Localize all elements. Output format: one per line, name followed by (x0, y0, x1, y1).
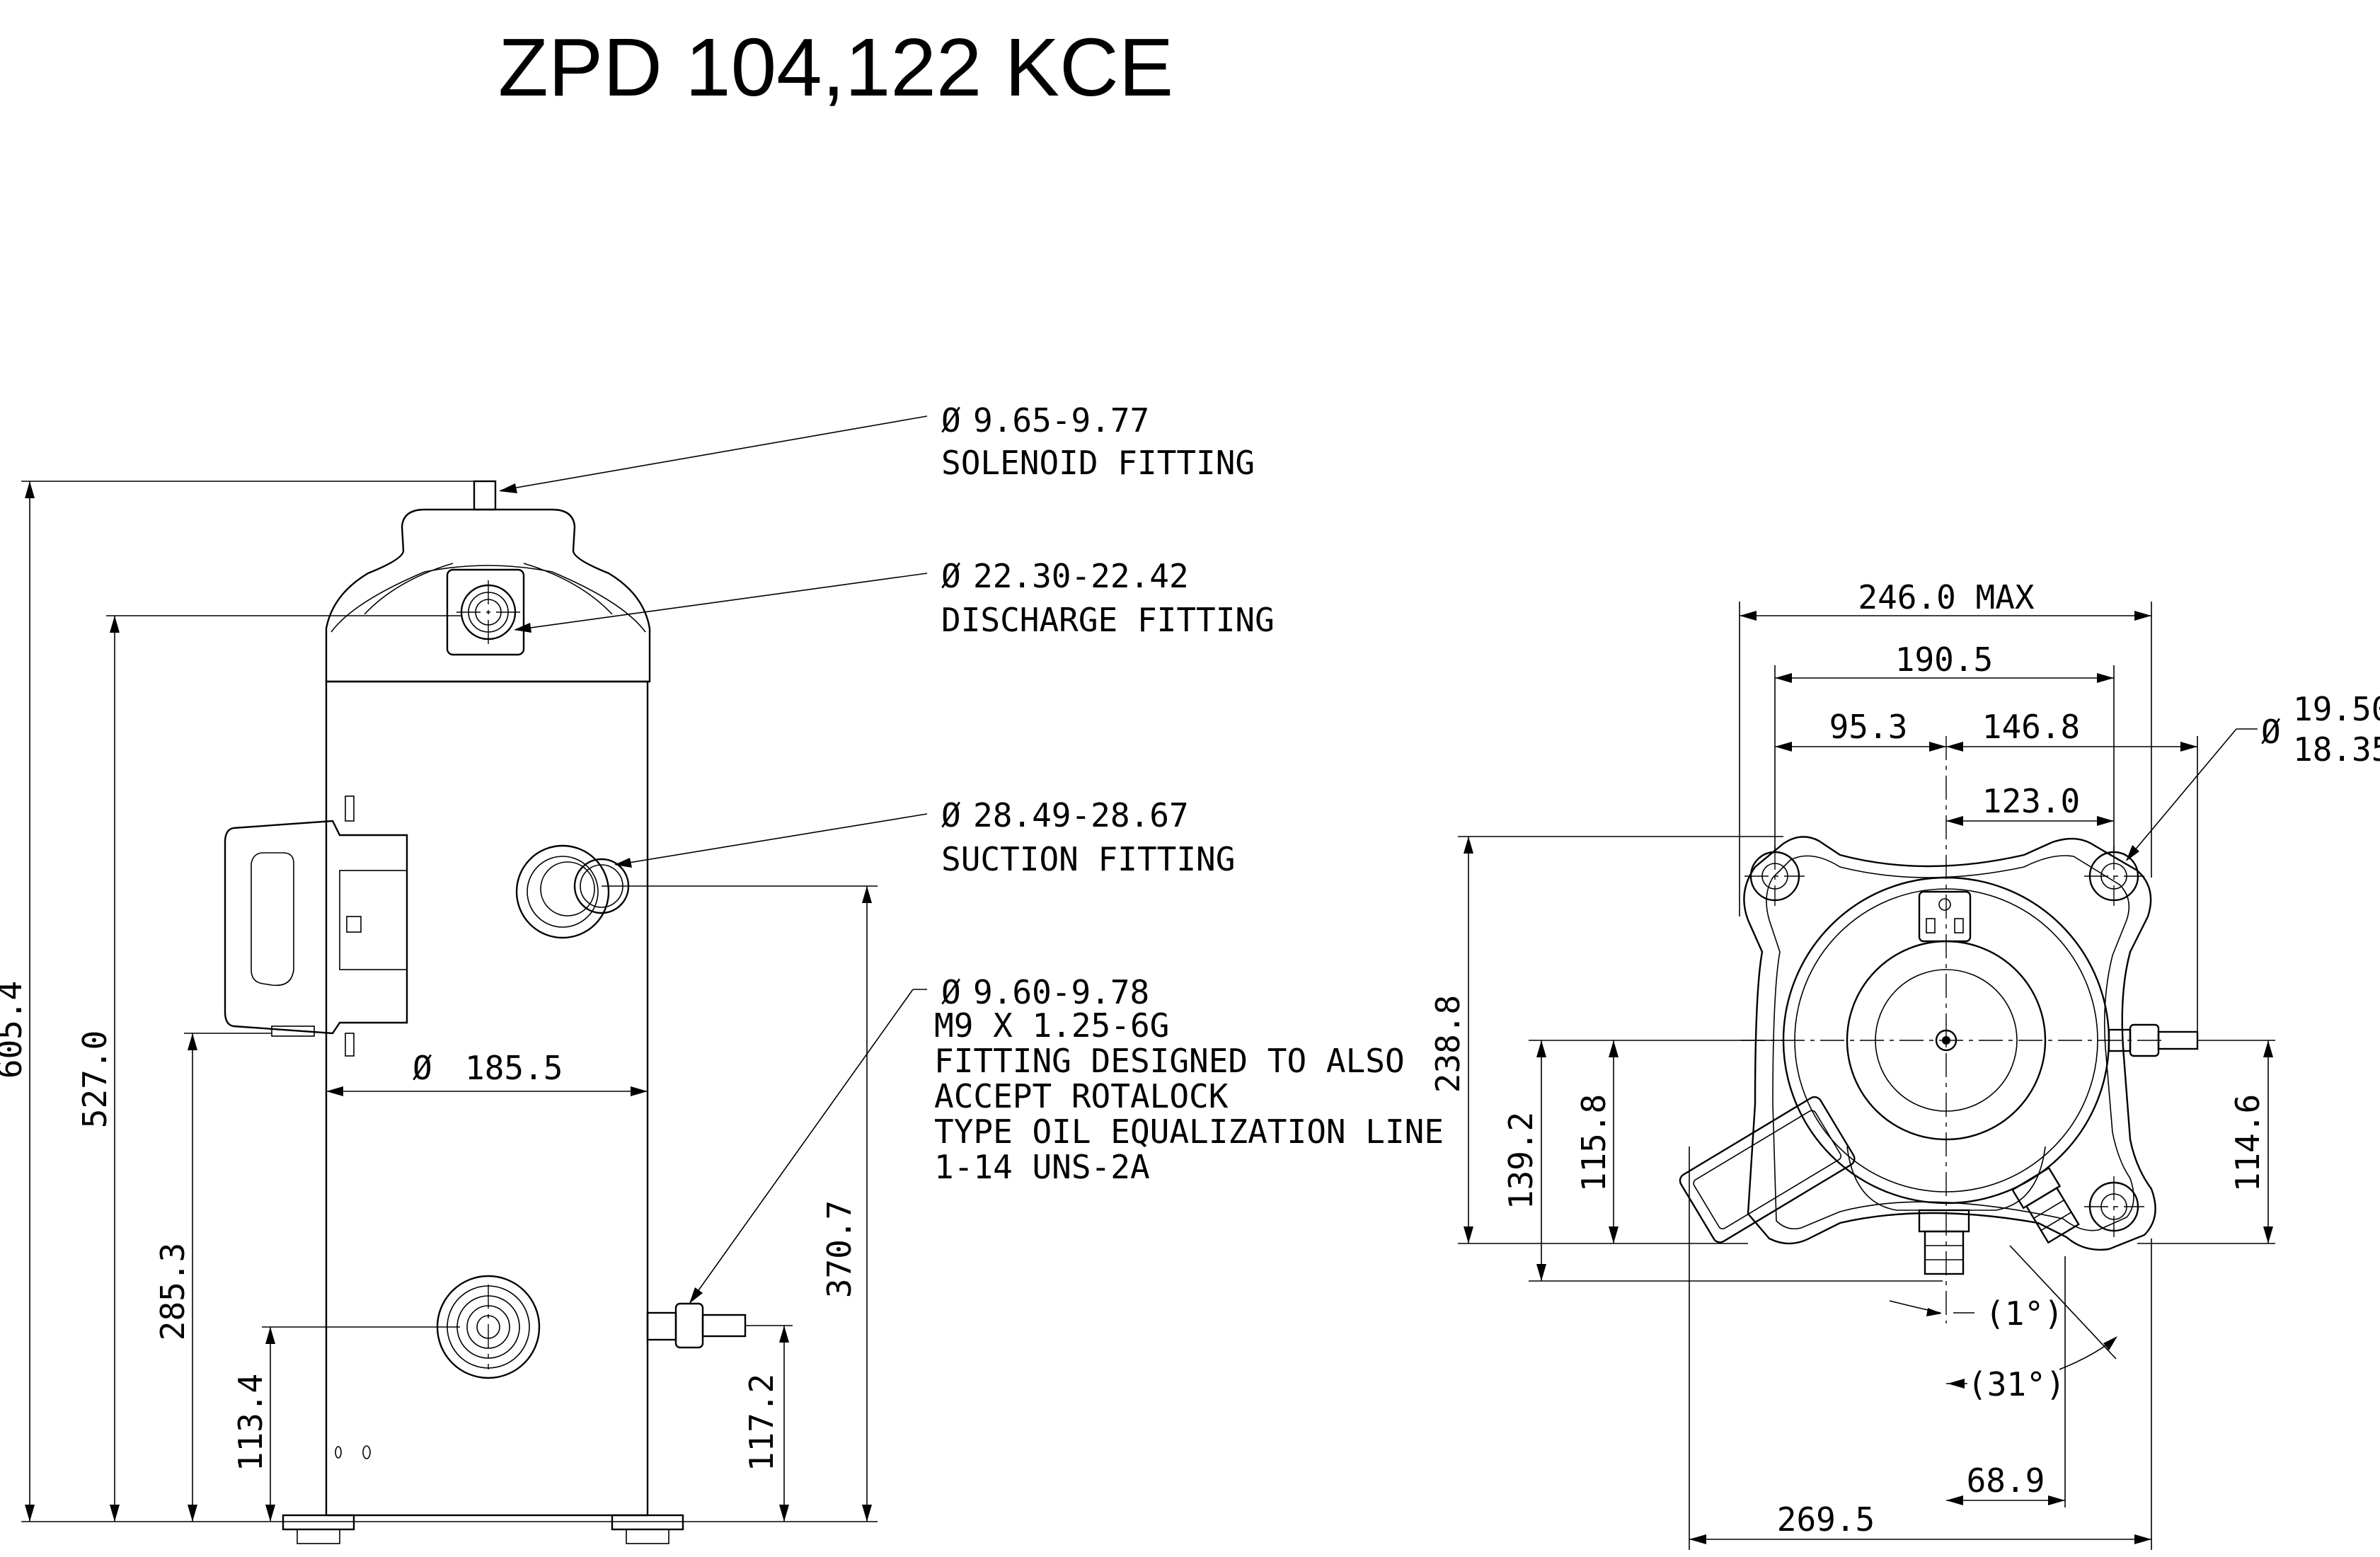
top-view-angled-fitting (2011, 1166, 2080, 1244)
dim-suction-height: 370.7 (820, 1200, 858, 1298)
dim-angle-large: (31°) (1967, 1365, 2065, 1403)
dim-center-from-holes: 115.8 (1575, 1094, 1613, 1192)
callout-oil-line-3: ACCEPT ROTALOCK (934, 1077, 1229, 1115)
svg-text:Ø: Ø (941, 557, 961, 595)
dim-oil-port-height: 113.4 (231, 1374, 270, 1471)
callout-oil-diameter: 9.60-9.78 (973, 973, 1149, 1011)
side-view-compressor (224, 480, 747, 1544)
dim-width-max: 246.0 MAX (1858, 578, 2035, 616)
svg-text:Ø: Ø (941, 796, 961, 834)
svg-text:Ø: Ø (941, 973, 961, 1011)
compressor-shell (325, 680, 649, 1517)
base-foot-left (282, 1514, 355, 1531)
dim-center-to-hole: 123.0 (1982, 782, 2080, 820)
dim-bottom-offset: 68.9 (1967, 1461, 2045, 1500)
top-view-solenoid-block (1918, 890, 1972, 943)
top-view-base-plate (1743, 836, 2156, 1251)
base-foot-right (611, 1514, 684, 1531)
svg-text:Ø: Ø (941, 401, 961, 439)
dim-overall-width: 269.5 (1777, 1500, 1875, 1539)
top-view-compressor (1679, 836, 2199, 1275)
callout-suction-label: SUCTION FITTING (941, 840, 1235, 878)
dim-center-from-bottom: 139.2 (1502, 1112, 1540, 1210)
dim-center-to-fitting: 146.8 (1982, 708, 2080, 746)
callout-oil-line-5: 1-14 UNS-2A (934, 1148, 1150, 1186)
callout-mount-hole-upper: 19.50 (2293, 690, 2380, 728)
svg-text:Ø: Ø (413, 1049, 432, 1087)
callout-oil-line-4: TYPE OIL EQUALIZATION LINE (934, 1113, 1444, 1151)
cap-contour (330, 565, 646, 633)
dim-fitting-height: 114.6 (2229, 1094, 2267, 1192)
callout-solenoid-diameter: 9.65-9.77 (973, 401, 1149, 439)
callout-oil-line-1: M9 X 1.25-6G (934, 1006, 1169, 1045)
top-view-bottom-fitting (1924, 1230, 1965, 1275)
compressor-top-cap (325, 508, 651, 683)
callout-discharge-label: DISCHARGE FITTING (941, 601, 1275, 639)
dim-hole-spacing: 190.5 (1895, 640, 1993, 679)
dim-left-to-center: 95.3 (1829, 708, 1908, 746)
callout-discharge-diameter: 22.30-22.42 (973, 557, 1189, 595)
svg-text:Ø: Ø (2261, 713, 2281, 751)
terminal-box (224, 820, 408, 1035)
callout-solenoid-label: SOLENOID FITTING (941, 444, 1255, 482)
dim-depth: 238.8 (1429, 995, 1467, 1093)
top-view-terminal-box (1679, 1096, 1856, 1243)
solenoid-stub (473, 480, 497, 511)
discharge-fitting-block (446, 568, 525, 656)
dim-angle-small: (1°) (1985, 1294, 2064, 1333)
drawing-title: ZPD 104,122 KCE (498, 21, 1173, 113)
oil-fitting (646, 1302, 747, 1349)
dim-overall-height: 605.4 (0, 981, 29, 1079)
dim-shell-diameter: 185.5 (465, 1049, 563, 1087)
callout-mount-hole-lower: 18.35 (2293, 730, 2380, 769)
dim-oil-fitting-height: 117.2 (742, 1374, 781, 1471)
callout-oil-line-2: FITTING DESIGNED TO ALSO (934, 1042, 1405, 1080)
suction-fitting (515, 844, 630, 939)
callout-suction-diameter: 28.49-28.67 (973, 796, 1189, 834)
dim-discharge-height: 527.0 (76, 1030, 114, 1128)
dim-terminal-box-height: 285.3 (154, 1243, 192, 1340)
